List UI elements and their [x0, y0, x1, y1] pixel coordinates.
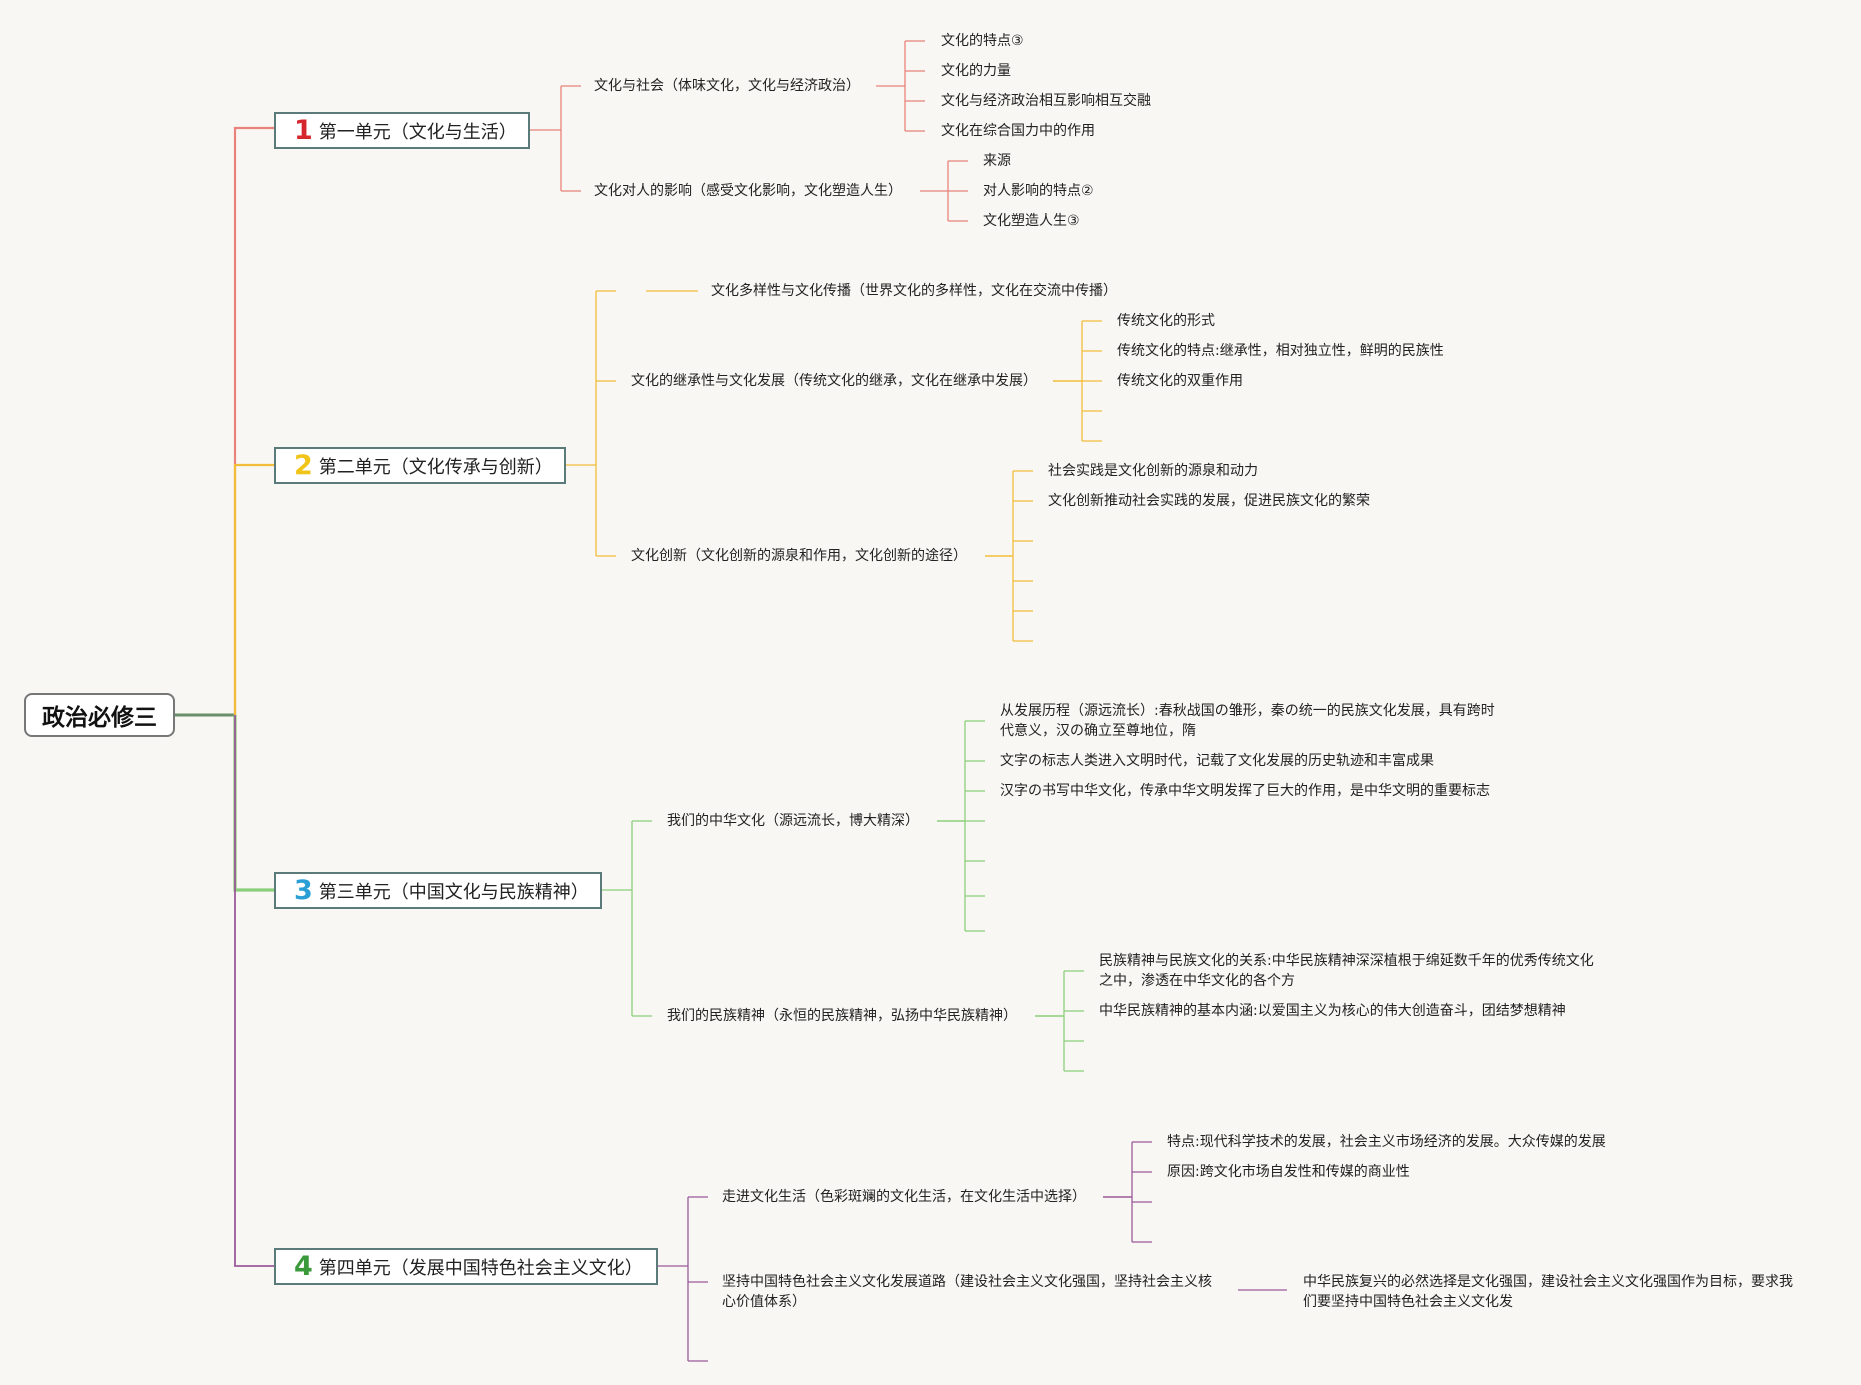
u3-t1-branches — [965, 720, 985, 932]
u2-t3-item-1[interactable]: 社会实践是文化创新的源泉和动力 — [1048, 463, 1258, 479]
u3-t2-branches — [1064, 970, 1084, 1072]
u1-t1-item-2[interactable]: 文化的力量 — [941, 63, 1011, 79]
u1-t2-item-1[interactable]: 来源 — [983, 153, 1011, 169]
u3-t2-item-1[interactable]: 民族精神与民族文化的关系:中华民族精神深深植根于绵延数千年的优秀传统文化之中，渗… — [1099, 953, 1594, 989]
u4-t2-item-1[interactable]: 中华民族复兴的必然选择是文化强国，建设社会主义文化强国作为目标，要求我们要坚持中… — [1303, 1274, 1793, 1310]
root-to-unit-3 — [233, 715, 274, 892]
u2-topic-1[interactable]: 文化多样性与文化传播（世界文化的多样性，文化在交流中传播） — [711, 283, 1117, 299]
u4-branches — [688, 1196, 708, 1362]
unit-3-label: 第三单元（中国文化与民族精神） — [318, 881, 589, 903]
unit-1-node[interactable]: 1 第一单元（文化与生活） — [274, 112, 530, 149]
unit-1-number: 1 — [294, 115, 313, 146]
u2-topic-2[interactable]: 文化的继承性与文化发展（传统文化的继承，文化在继承中发展） — [631, 373, 1037, 389]
u1-t1-item-3[interactable]: 文化与经济政治相互影响相互交融 — [941, 93, 1151, 109]
u2-t2-item-2[interactable]: 传统文化的特点:继承性，相对独立性，鲜明的民族性 — [1117, 343, 1444, 359]
u1-t1-branches — [905, 40, 925, 132]
unit-2-node[interactable]: 2 第二单元（文化传承与创新） — [274, 447, 566, 484]
u3-branches — [632, 820, 652, 1017]
unit-4-number: 4 — [294, 1251, 313, 1282]
u1-topic-1[interactable]: 文化与社会（体味文化，文化与经济政治） — [594, 78, 860, 94]
u2-t2-branches — [1082, 320, 1102, 442]
unit-4-node[interactable]: 4 第四单元（发展中国特色社会主义文化） — [274, 1248, 658, 1285]
u3-topic-2[interactable]: 我们的民族精神（永恒的民族精神，弘扬中华民族精神） — [667, 1008, 1017, 1024]
root-label: 政治必修三 — [42, 705, 157, 731]
u2-branches — [596, 290, 616, 557]
u1-t2-branches — [948, 160, 968, 222]
unit-3-node[interactable]: 3 第三单元（中国文化与民族精神） — [274, 872, 602, 909]
u4-t1-item-1[interactable]: 特点:现代科学技术的发展，社会主义市场经济的发展。大众传媒的发展 — [1167, 1134, 1606, 1150]
u3-t1-item-2[interactable]: 文字の标志人类进入文明时代，记载了文化发展的历史轨迹和丰富成果 — [1000, 753, 1434, 769]
root-to-unit-4 — [234, 715, 274, 1267]
u4-t1-item-2[interactable]: 原因:跨文化市场自发性和传媒的商业性 — [1167, 1164, 1410, 1180]
unit-1-label: 第一单元（文化与生活） — [318, 121, 517, 143]
u4-topic-2[interactable]: 坚持中国特色社会主义文化发展道路（建设社会主义文化强国，坚持社会主义核心价值体系… — [722, 1274, 1212, 1310]
u3-t2-item-2[interactable]: 中华民族精神的基本内涵:以爱国主义为核心的伟大创造奋斗，团结梦想精神 — [1099, 1003, 1566, 1019]
u1-topic-2[interactable]: 文化对人的影响（感受文化影响，文化塑造人生） — [594, 183, 902, 199]
unit-3-number: 3 — [294, 875, 313, 906]
u2-t2-item-1[interactable]: 传统文化的形式 — [1117, 313, 1215, 329]
u1-t2-item-3[interactable]: 文化塑造人生③ — [983, 213, 1080, 229]
u4-topic-1[interactable]: 走进文化生活（色彩斑斓的文化生活，在文化生活中选择） — [722, 1189, 1086, 1205]
u2-t3-item-2[interactable]: 文化创新推动社会实践的发展，促进民族文化的繁荣 — [1048, 493, 1370, 509]
u1-branches — [561, 85, 581, 192]
u2-t2-item-3[interactable]: 传统文化的双重作用 — [1117, 373, 1243, 389]
unit-2-number: 2 — [294, 450, 313, 481]
root-node[interactable]: 政治必修三 — [24, 693, 175, 737]
unit-2-label: 第二单元（文化传承与创新） — [318, 456, 553, 478]
u3-t1-item-3[interactable]: 汉字の书写中华文化，传承中华文明发挥了巨大的作用，是中华文明的重要标志 — [1000, 783, 1490, 799]
u1-t1-item-1[interactable]: 文化的特点③ — [941, 33, 1024, 49]
u1-t1-item-4[interactable]: 文化在综合国力中的作用 — [941, 123, 1095, 139]
u3-topic-1[interactable]: 我们的中华文化（源远流长，博大精深） — [667, 813, 919, 829]
root-to-unit-2 — [233, 463, 274, 715]
root-to-unit-1 — [233, 126, 274, 715]
u2-t3-branches — [1013, 470, 1033, 642]
u2-topic-3[interactable]: 文化创新（文化创新的源泉和作用，文化创新的途径） — [631, 548, 967, 564]
unit-4-label: 第四单元（发展中国特色社会主义文化） — [318, 1257, 643, 1279]
u3-t1-item-1[interactable]: 从发展历程（源远流长）:春秋战国の雏形，秦の统一的民族文化发展，具有跨时代意义，… — [1000, 703, 1495, 739]
u4-t1-branches — [1132, 1141, 1152, 1243]
u1-t2-item-2[interactable]: 对人影响的特点② — [983, 183, 1094, 199]
